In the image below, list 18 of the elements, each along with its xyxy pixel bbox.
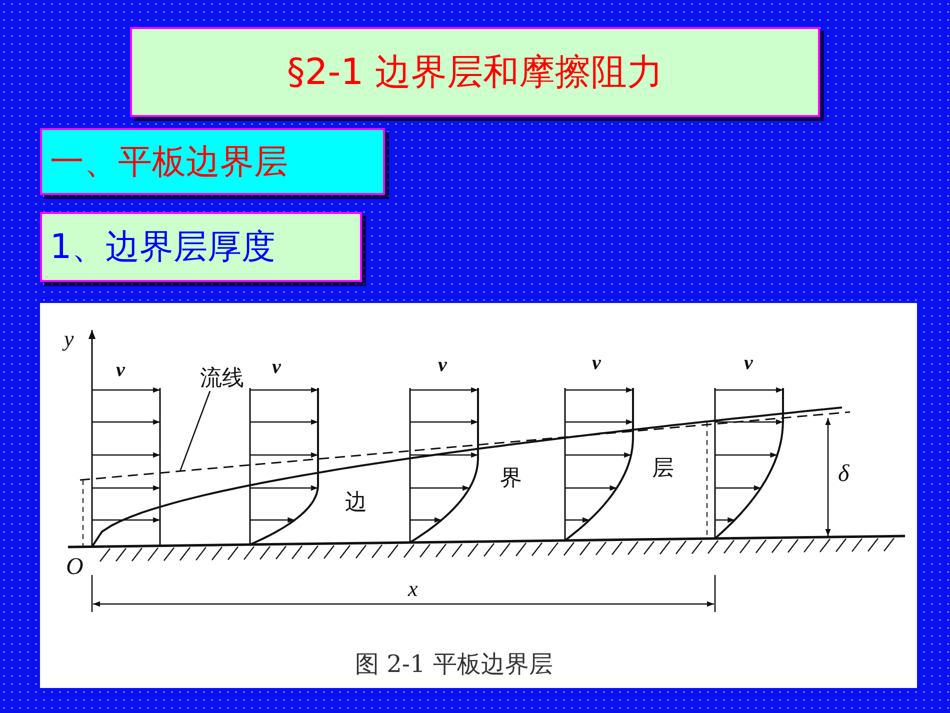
velocity-label: v xyxy=(438,355,447,375)
streamline-label: 流线 xyxy=(200,368,244,390)
thickness-label: δ xyxy=(838,462,850,486)
section-heading: 一、平板边界层 xyxy=(40,128,385,195)
velocity-label: v xyxy=(744,353,753,373)
region-label: 界 xyxy=(500,468,522,490)
origin-label: O xyxy=(66,555,84,579)
subsection-heading: 1、边界层厚度 xyxy=(40,212,362,282)
leader-line xyxy=(180,390,211,472)
region-label: 层 xyxy=(652,458,674,480)
title: §2-1 边界层和摩擦阻力 xyxy=(130,27,820,117)
caption: 图 2-1 平板边界层 xyxy=(355,652,553,676)
axis-label: y xyxy=(64,328,74,350)
velocity-label: v xyxy=(592,353,601,373)
dimension-label: x xyxy=(408,578,418,600)
velocity-label: v xyxy=(116,360,125,380)
region-label: 边 xyxy=(345,492,367,514)
velocity-label: v xyxy=(272,357,281,377)
